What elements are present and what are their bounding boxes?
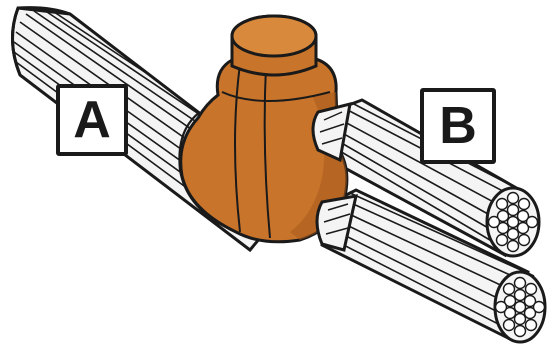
label-a: A (56, 84, 128, 156)
label-b: B (420, 88, 496, 164)
conductor-b-upper-end (487, 188, 539, 256)
conductor-b-lower-end (495, 272, 545, 342)
